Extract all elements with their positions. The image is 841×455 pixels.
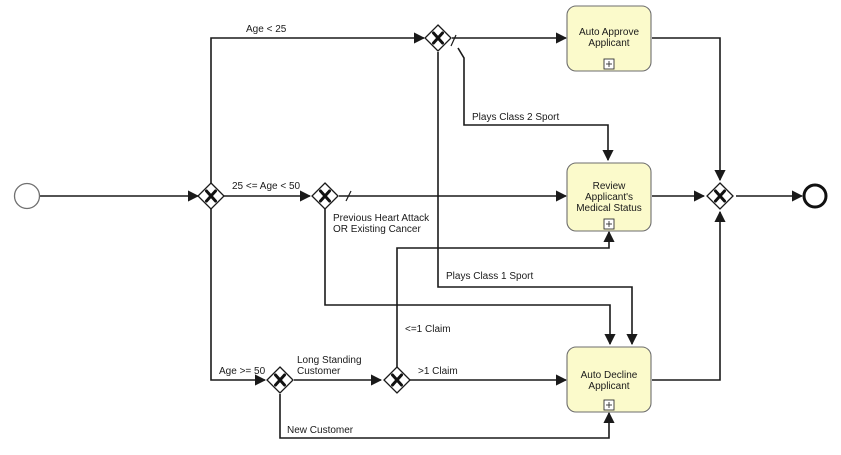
x-icon (714, 189, 726, 203)
start-event[interactable] (13, 182, 41, 210)
label-age-lt-25: Age < 25 (246, 24, 287, 35)
gateway-health[interactable] (311, 182, 339, 210)
gateway-merge[interactable] (706, 182, 734, 210)
task-label-line-1: Review (593, 181, 627, 192)
subprocess-plus-icon[interactable] (603, 399, 615, 411)
task-label-line-2: Applicant's (585, 192, 633, 203)
flow-new-customer (279, 394, 615, 439)
label-new-customer: New Customer (287, 425, 354, 436)
task-auto-decline[interactable]: Auto Decline Applicant (566, 346, 652, 413)
task-auto-approve[interactable]: Auto Approve Applicant (566, 5, 652, 72)
task-label-line-1: Auto Decline (581, 370, 638, 381)
task-label-line-2: Applicant (588, 38, 629, 49)
x-icon (205, 189, 217, 203)
flow-le-1-claim (396, 230, 615, 367)
edge-labels: Age < 25 25 <= Age < 50 Age >= 50 Plays … (219, 24, 559, 436)
flow-age-gte-50 (210, 209, 267, 386)
default-flow-markers (345, 34, 457, 202)
flow-plays-class-1 (437, 52, 638, 346)
flow-age-lt-25 (210, 32, 426, 183)
task-box (566, 162, 652, 232)
label-le-1-claim: <=1 Claim (405, 324, 451, 335)
sequence-flows (40, 32, 804, 439)
flow-plays-class-2 (457, 47, 614, 162)
label-heart-attack-line-1: Previous Heart Attack (333, 213, 430, 224)
flow-heart-cancer-to-decline (324, 209, 616, 346)
x-icon (432, 31, 444, 45)
label-long-standing-line-2: Customer (297, 366, 341, 377)
flow-decline-to-merge (652, 210, 726, 381)
default-marker-health (345, 190, 352, 202)
flow-approve-to-merge (652, 37, 726, 182)
gateway-sport[interactable] (424, 24, 452, 52)
x-icon (391, 373, 403, 387)
task-label-line-1: Auto Approve (579, 27, 639, 38)
label-age-gte-50: Age >= 50 (219, 366, 266, 377)
gateway-age[interactable] (197, 182, 225, 210)
gateway-claims[interactable] (383, 366, 411, 394)
label-plays-class-2: Plays Class 2 Sport (472, 112, 559, 123)
task-label-line-3: Medical Status (576, 203, 642, 214)
default-marker-age-lt-25 (450, 34, 457, 47)
label-gt-1-claim: >1 Claim (418, 366, 458, 377)
label-heart-attack-line-2: OR Existing Cancer (333, 224, 421, 235)
label-long-standing-line-1: Long Standing (297, 355, 362, 366)
task-box (566, 346, 652, 413)
end-event[interactable] (802, 183, 828, 209)
label-plays-class-1: Plays Class 1 Sport (446, 271, 533, 282)
gateway-customer[interactable] (266, 366, 294, 394)
task-box (566, 5, 652, 72)
subprocess-plus-icon[interactable] (603, 218, 615, 230)
label-age-25-to-50: 25 <= Age < 50 (232, 181, 301, 192)
subprocess-plus-icon[interactable] (603, 58, 615, 70)
x-icon (274, 373, 286, 387)
task-label-line-2: Applicant (588, 381, 629, 392)
task-review-medical-status[interactable]: Review Applicant's Medical Status (566, 162, 652, 232)
x-icon (319, 189, 331, 203)
